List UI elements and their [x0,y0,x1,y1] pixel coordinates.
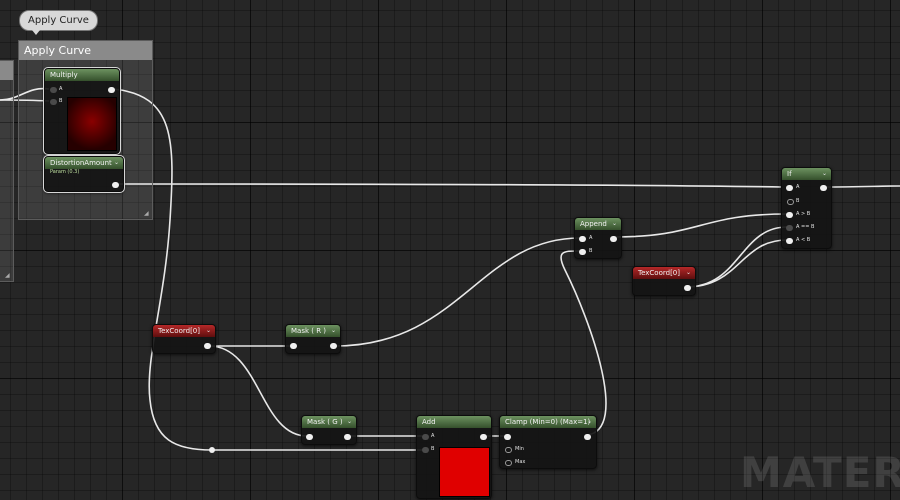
node-header: Clamp (Min=0) (Max=1)⌄ [500,416,596,428]
graph-type-watermark: MATERIAL [740,448,900,497]
node-header: Add [417,416,491,428]
input-pin[interactable] [504,434,511,440]
output-pin[interactable] [820,185,827,191]
input-pin-max[interactable] [505,460,512,466]
pin-label: A [431,433,435,439]
clamp-node[interactable]: Clamp (Min=0) (Max=1)⌄ Min Max [499,415,597,469]
offscreen-comment-box[interactable]: ◢ [0,60,14,282]
resize-handle-icon[interactable]: ◢ [144,210,149,217]
input-pin-b[interactable] [787,199,794,205]
comment-title: Apply Curve [19,41,152,60]
pin-label: A == B [796,224,815,230]
node-header: Multiply [45,69,119,81]
reroute-node[interactable] [209,447,215,453]
chevron-down-icon[interactable]: ⌄ [611,220,617,227]
if-node[interactable]: If⌄ A B A > B A == B A < B [781,167,832,249]
input-pin-b[interactable] [579,249,586,255]
input-pin-a[interactable] [422,434,429,440]
texcoord-node[interactable]: TexCoord[0]⌄ [152,324,216,354]
pin-label: B [589,248,593,254]
append-node[interactable]: Append⌄ A B [574,217,622,259]
mask-r-node[interactable]: Mask ( R )⌄ [285,324,341,354]
input-pin-a[interactable] [50,87,57,93]
preview-thumbnail [67,97,117,151]
chevron-down-icon[interactable]: ⌄ [821,170,827,177]
mask-g-node[interactable]: Mask ( G )⌄ [301,415,357,445]
output-pin[interactable] [108,87,115,93]
pin-label: A [796,184,800,190]
output-pin[interactable] [684,285,691,291]
output-pin[interactable] [330,343,337,349]
pin-label: A > B [796,211,811,217]
input-pin[interactable] [306,434,313,440]
chevron-down-icon[interactable]: ⌄ [330,327,336,334]
multiply-node[interactable]: Multiply A B [43,67,121,155]
preview-thumbnail [439,447,490,497]
chevron-down-icon[interactable]: ⌄ [205,327,211,334]
node-header: TexCoord[0]⌄ [153,325,215,337]
chevron-down-icon[interactable]: ⌄ [113,159,119,166]
pin-label: B [431,446,435,452]
pin-label: Min [515,446,524,452]
node-subtitle: Param (0.3) [50,169,80,175]
output-pin[interactable] [610,236,617,242]
input-pin-b[interactable] [50,99,57,105]
input-pin-a-gt-b[interactable] [786,212,793,218]
input-pin-a-lt-b[interactable] [786,238,793,244]
output-pin[interactable] [480,434,487,440]
output-pin[interactable] [112,182,119,188]
node-header: DistortionAmount⌄ [45,157,123,169]
output-pin[interactable] [344,434,351,440]
output-pin[interactable] [584,434,591,440]
pin-label: A [59,86,63,92]
node-header: Append⌄ [575,218,621,230]
input-pin-a[interactable] [579,236,586,242]
pin-label: B [796,198,800,204]
pin-label: Max [515,459,526,465]
distortion-amount-node[interactable]: DistortionAmount⌄ Param (0.3) [43,155,125,193]
input-pin-b[interactable] [422,447,429,453]
texcoord-node-2[interactable]: TexCoord[0]⌄ [632,266,696,296]
node-header: Mask ( G )⌄ [302,416,356,428]
node-header: TexCoord[0]⌄ [633,267,695,279]
pin-label: B [59,98,63,104]
input-pin-a[interactable] [786,185,793,191]
input-pin-min[interactable] [505,447,512,453]
chevron-down-icon[interactable]: ⌄ [346,418,352,425]
comment-bubble[interactable]: Apply Curve [19,10,98,35]
resize-handle-icon[interactable]: ◢ [5,272,10,279]
chevron-down-icon[interactable]: ⌄ [586,418,592,425]
chevron-down-icon[interactable]: ⌄ [685,269,691,276]
input-pin[interactable] [290,343,297,349]
input-pin-a-eq-b[interactable] [786,225,793,231]
node-header: If⌄ [782,168,831,180]
pin-label: A [589,235,593,241]
node-header: Mask ( R )⌄ [286,325,340,337]
add-node[interactable]: Add A B [416,415,492,499]
pin-label: A < B [796,237,811,243]
output-pin[interactable] [204,343,211,349]
